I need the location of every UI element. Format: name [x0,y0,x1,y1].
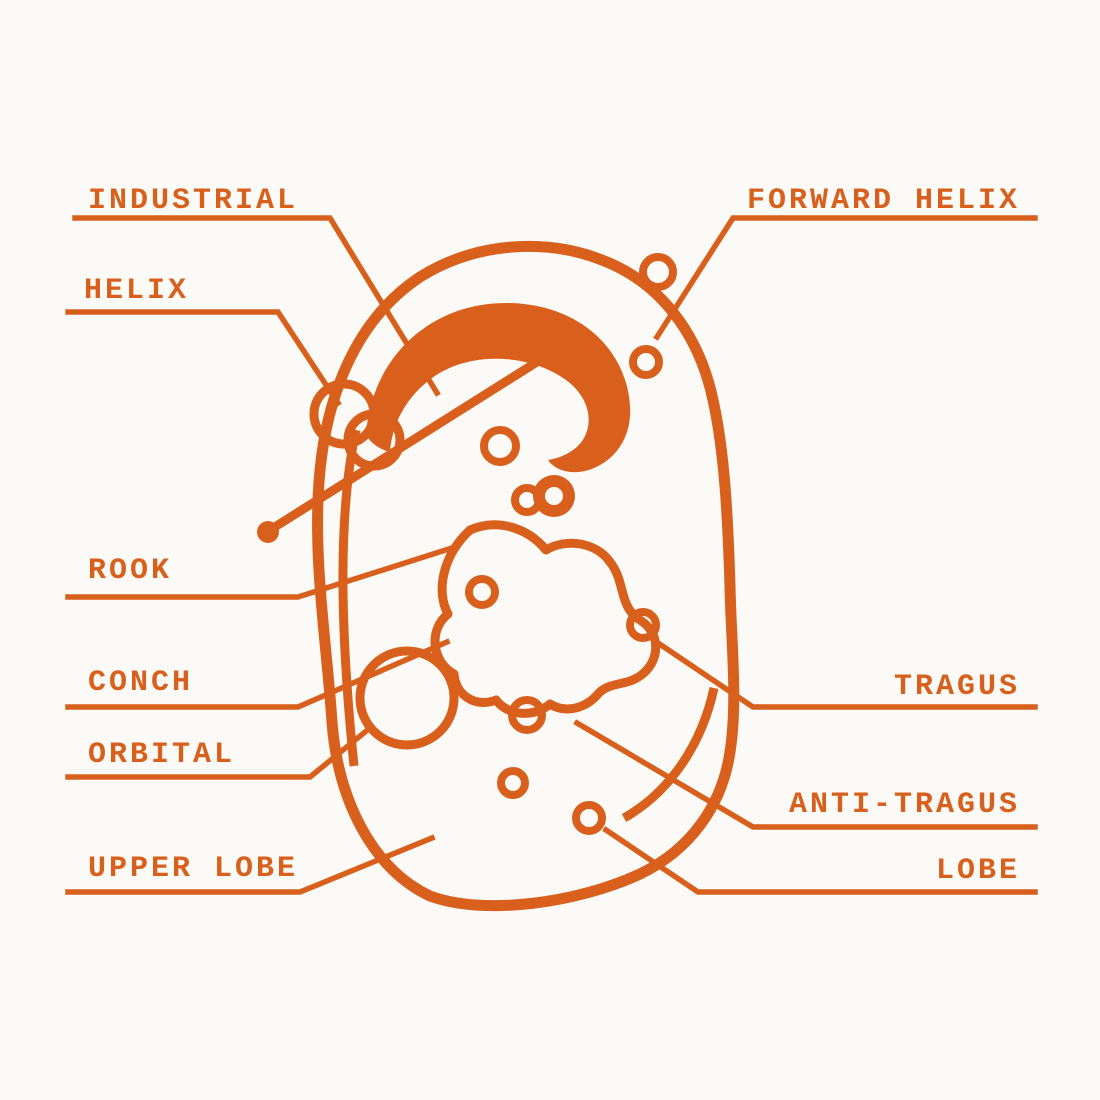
leader-anti-tragus [573,719,1038,830]
orbital-ring [355,646,459,750]
label-orbital: ORBITAL [88,738,236,772]
leader-rook [65,544,456,600]
leader-upper-lobe [65,834,436,895]
label-conch: CONCH [88,666,194,700]
leader-tragus [654,639,1038,710]
leader-orbital [65,728,369,780]
stud [480,426,520,466]
lobe-stud [572,801,606,835]
label-anti-tragus: ANTI-TRAGUS [788,788,1020,822]
label-rook: ROOK [88,554,173,588]
industrial-ball-top [549,339,567,357]
leader-forward-helix [653,215,1038,341]
antitragus-ridge [621,687,719,822]
industrial-barbell [267,346,559,534]
label-lobe: LOBE [935,854,1020,888]
label-upper-lobe: UPPER LOBE [88,852,299,886]
label-tragus: TRAGUS [893,670,1020,704]
leader-lines [65,215,1038,895]
industrial-ball-bottom [257,521,279,543]
conch-stud [508,696,546,734]
label-helix: HELIX [84,274,190,308]
rook-stud [465,575,499,609]
ear-illustration [312,240,740,912]
leader-industrial [72,215,441,397]
label-industrial: INDUSTRIAL [88,184,299,218]
leader-helix [65,309,342,407]
crus-curl-hole [545,487,563,505]
tragus-stud [626,608,660,642]
forward-helix-stud-1 [639,253,677,291]
stud [511,484,543,516]
forward-helix-stud-2 [629,345,663,379]
leader-lobe [602,826,1038,895]
helix-rim-line [338,429,361,767]
upper-lobe-stud [497,767,529,799]
leader-conch [65,638,451,710]
label-forward-helix: FORWARD HELIX [746,184,1020,218]
jewelry [257,253,677,835]
